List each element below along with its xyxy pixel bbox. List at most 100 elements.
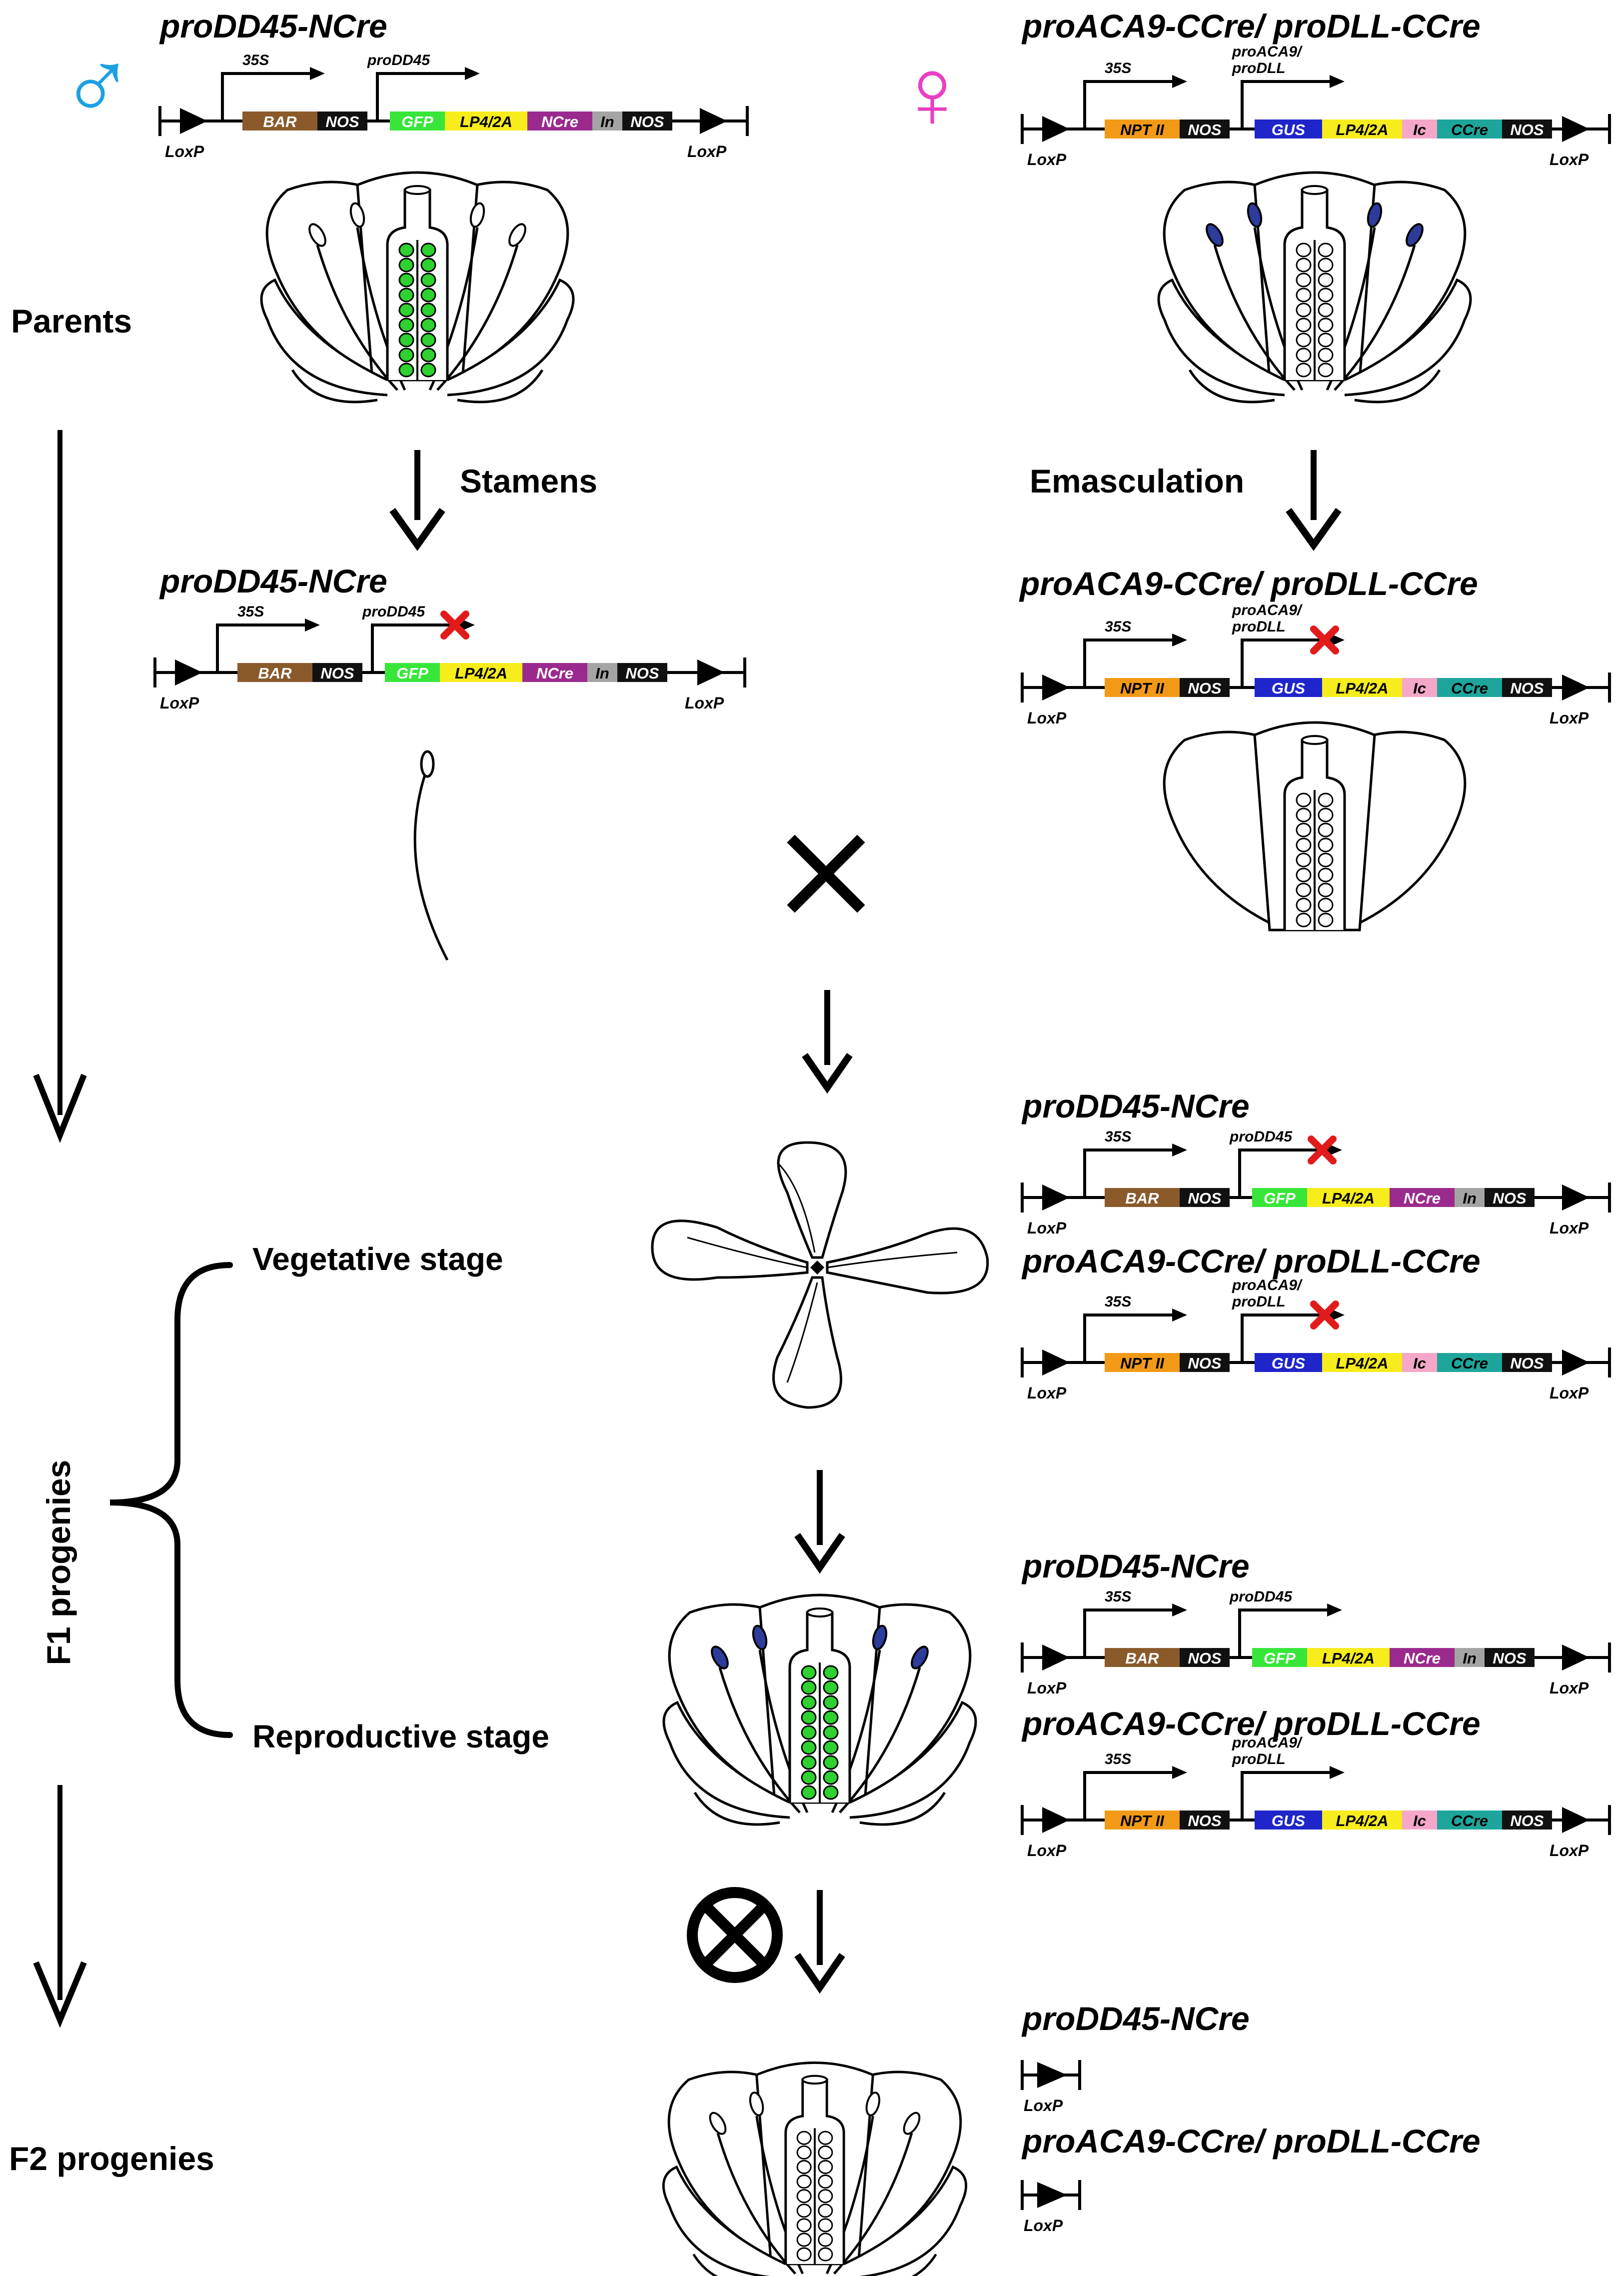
anther xyxy=(469,202,485,228)
anther xyxy=(1206,223,1224,247)
ovule xyxy=(823,1680,839,1695)
ovule xyxy=(1318,912,1334,928)
ovule xyxy=(801,1665,817,1680)
ovule xyxy=(1296,362,1312,378)
flower xyxy=(662,1594,977,1826)
female-symbol: ♀ xyxy=(895,38,970,149)
sepal xyxy=(260,278,388,396)
ovule xyxy=(818,2130,833,2145)
in-label: In xyxy=(1463,1190,1477,1207)
nos-label: NOS xyxy=(1510,1354,1544,1372)
lp4-block xyxy=(1322,678,1402,697)
nos-label: NOS xyxy=(1493,1190,1527,1207)
gus-block xyxy=(1255,120,1322,138)
nos-block xyxy=(1485,1188,1535,1207)
leaf-vein xyxy=(687,1236,808,1268)
f2-progenies-label: F2 progenies xyxy=(9,2140,214,2177)
ovule xyxy=(1296,822,1312,838)
lp4-block xyxy=(1322,1353,1402,1372)
ovule xyxy=(818,2247,833,2262)
anther xyxy=(1367,202,1383,228)
promoter-aca9-label: proACA9/ xyxy=(1232,1734,1303,1751)
ovule xyxy=(1296,332,1312,348)
ovule xyxy=(823,1665,839,1680)
f1-progenies-label: F1 progenies xyxy=(40,1460,77,1666)
promoter-35s-arrow xyxy=(1083,1770,1180,1820)
cross-symbol xyxy=(787,834,865,913)
loxp-site xyxy=(1042,1184,1070,1210)
nos-block xyxy=(1502,678,1552,697)
ovule xyxy=(801,1725,817,1740)
nptii-label: NPT II xyxy=(1120,1812,1165,1830)
sepal xyxy=(291,369,378,404)
ccre-block xyxy=(1437,678,1502,697)
nos-block xyxy=(622,112,672,130)
ovule xyxy=(1318,258,1334,272)
nptii-label: NPT II xyxy=(1120,680,1165,697)
reproductive-stage-label: Reproductive stage xyxy=(252,1718,549,1754)
ovule xyxy=(1318,808,1334,822)
ic-block xyxy=(1402,1353,1437,1372)
promoter-2-arrow xyxy=(1241,1314,1337,1362)
selfing-symbol xyxy=(687,1887,783,1983)
ovule xyxy=(823,1695,839,1710)
ovule xyxy=(796,2232,812,2247)
lp4-block xyxy=(1322,120,1402,138)
in-block xyxy=(1455,1188,1485,1207)
arrowhead xyxy=(1172,75,1187,88)
gus-label: GUS xyxy=(1272,1812,1306,1830)
ovule xyxy=(801,1695,817,1710)
construct-title: proDD45-NCre xyxy=(159,562,387,600)
ovule xyxy=(398,288,414,302)
ovule xyxy=(823,1740,839,1755)
stamens-arrow xyxy=(389,450,445,552)
stamen-filament xyxy=(716,2132,796,2275)
ic-label: Ic xyxy=(1413,680,1426,697)
ovule xyxy=(398,318,414,332)
promoter-2-arrow xyxy=(1238,1148,1335,1198)
arrowhead xyxy=(460,618,475,632)
ic-label: Ic xyxy=(1413,121,1426,138)
ovule xyxy=(420,258,436,272)
anther xyxy=(711,1646,729,1670)
nptii-block xyxy=(1105,1810,1180,1830)
promoter-35s-label: 35S xyxy=(1105,1588,1131,1605)
gus-block xyxy=(1255,1810,1322,1830)
emasculation-arrow xyxy=(1286,450,1342,552)
gfp-block xyxy=(390,112,445,130)
loxp-label: LoxP xyxy=(1027,1679,1067,1697)
loxp-site xyxy=(697,660,725,686)
construct-title: proACA9-CCre/ proDLL-CCre xyxy=(1019,565,1478,602)
down-arrow-1 xyxy=(802,990,853,1094)
promoter-aca9-label: proACA9/ xyxy=(1232,1277,1303,1294)
promoter-2-arrow xyxy=(1241,638,1337,688)
loxp-site xyxy=(1042,116,1070,142)
ovule xyxy=(796,2204,812,2218)
nos-block xyxy=(1180,120,1230,138)
bar-block xyxy=(237,663,312,682)
anther xyxy=(865,2092,881,2116)
loxp-label: LoxP xyxy=(1027,150,1067,168)
nos-block xyxy=(1502,120,1552,138)
lp4-label: LP4/2A xyxy=(1336,1812,1388,1830)
sepal xyxy=(662,2165,786,2276)
sepal xyxy=(1344,278,1472,396)
gfp-block xyxy=(1252,1648,1307,1667)
arrowhead xyxy=(1172,1766,1187,1779)
ovule xyxy=(1318,362,1334,378)
loxp-label: LoxP xyxy=(1550,1679,1589,1697)
loxp-site xyxy=(1037,2062,1067,2088)
loxp-label: LoxP xyxy=(1024,2096,1063,2114)
ncre-block xyxy=(527,112,592,130)
emasculation-label: Emasculation xyxy=(1030,462,1244,500)
promoter-35s-arrow xyxy=(221,71,318,121)
sepal xyxy=(692,2254,718,2276)
ovule xyxy=(796,2160,812,2174)
stigma xyxy=(404,185,431,195)
nos-label: NOS xyxy=(325,113,359,130)
ovule xyxy=(420,302,436,318)
anther xyxy=(872,1624,888,1650)
